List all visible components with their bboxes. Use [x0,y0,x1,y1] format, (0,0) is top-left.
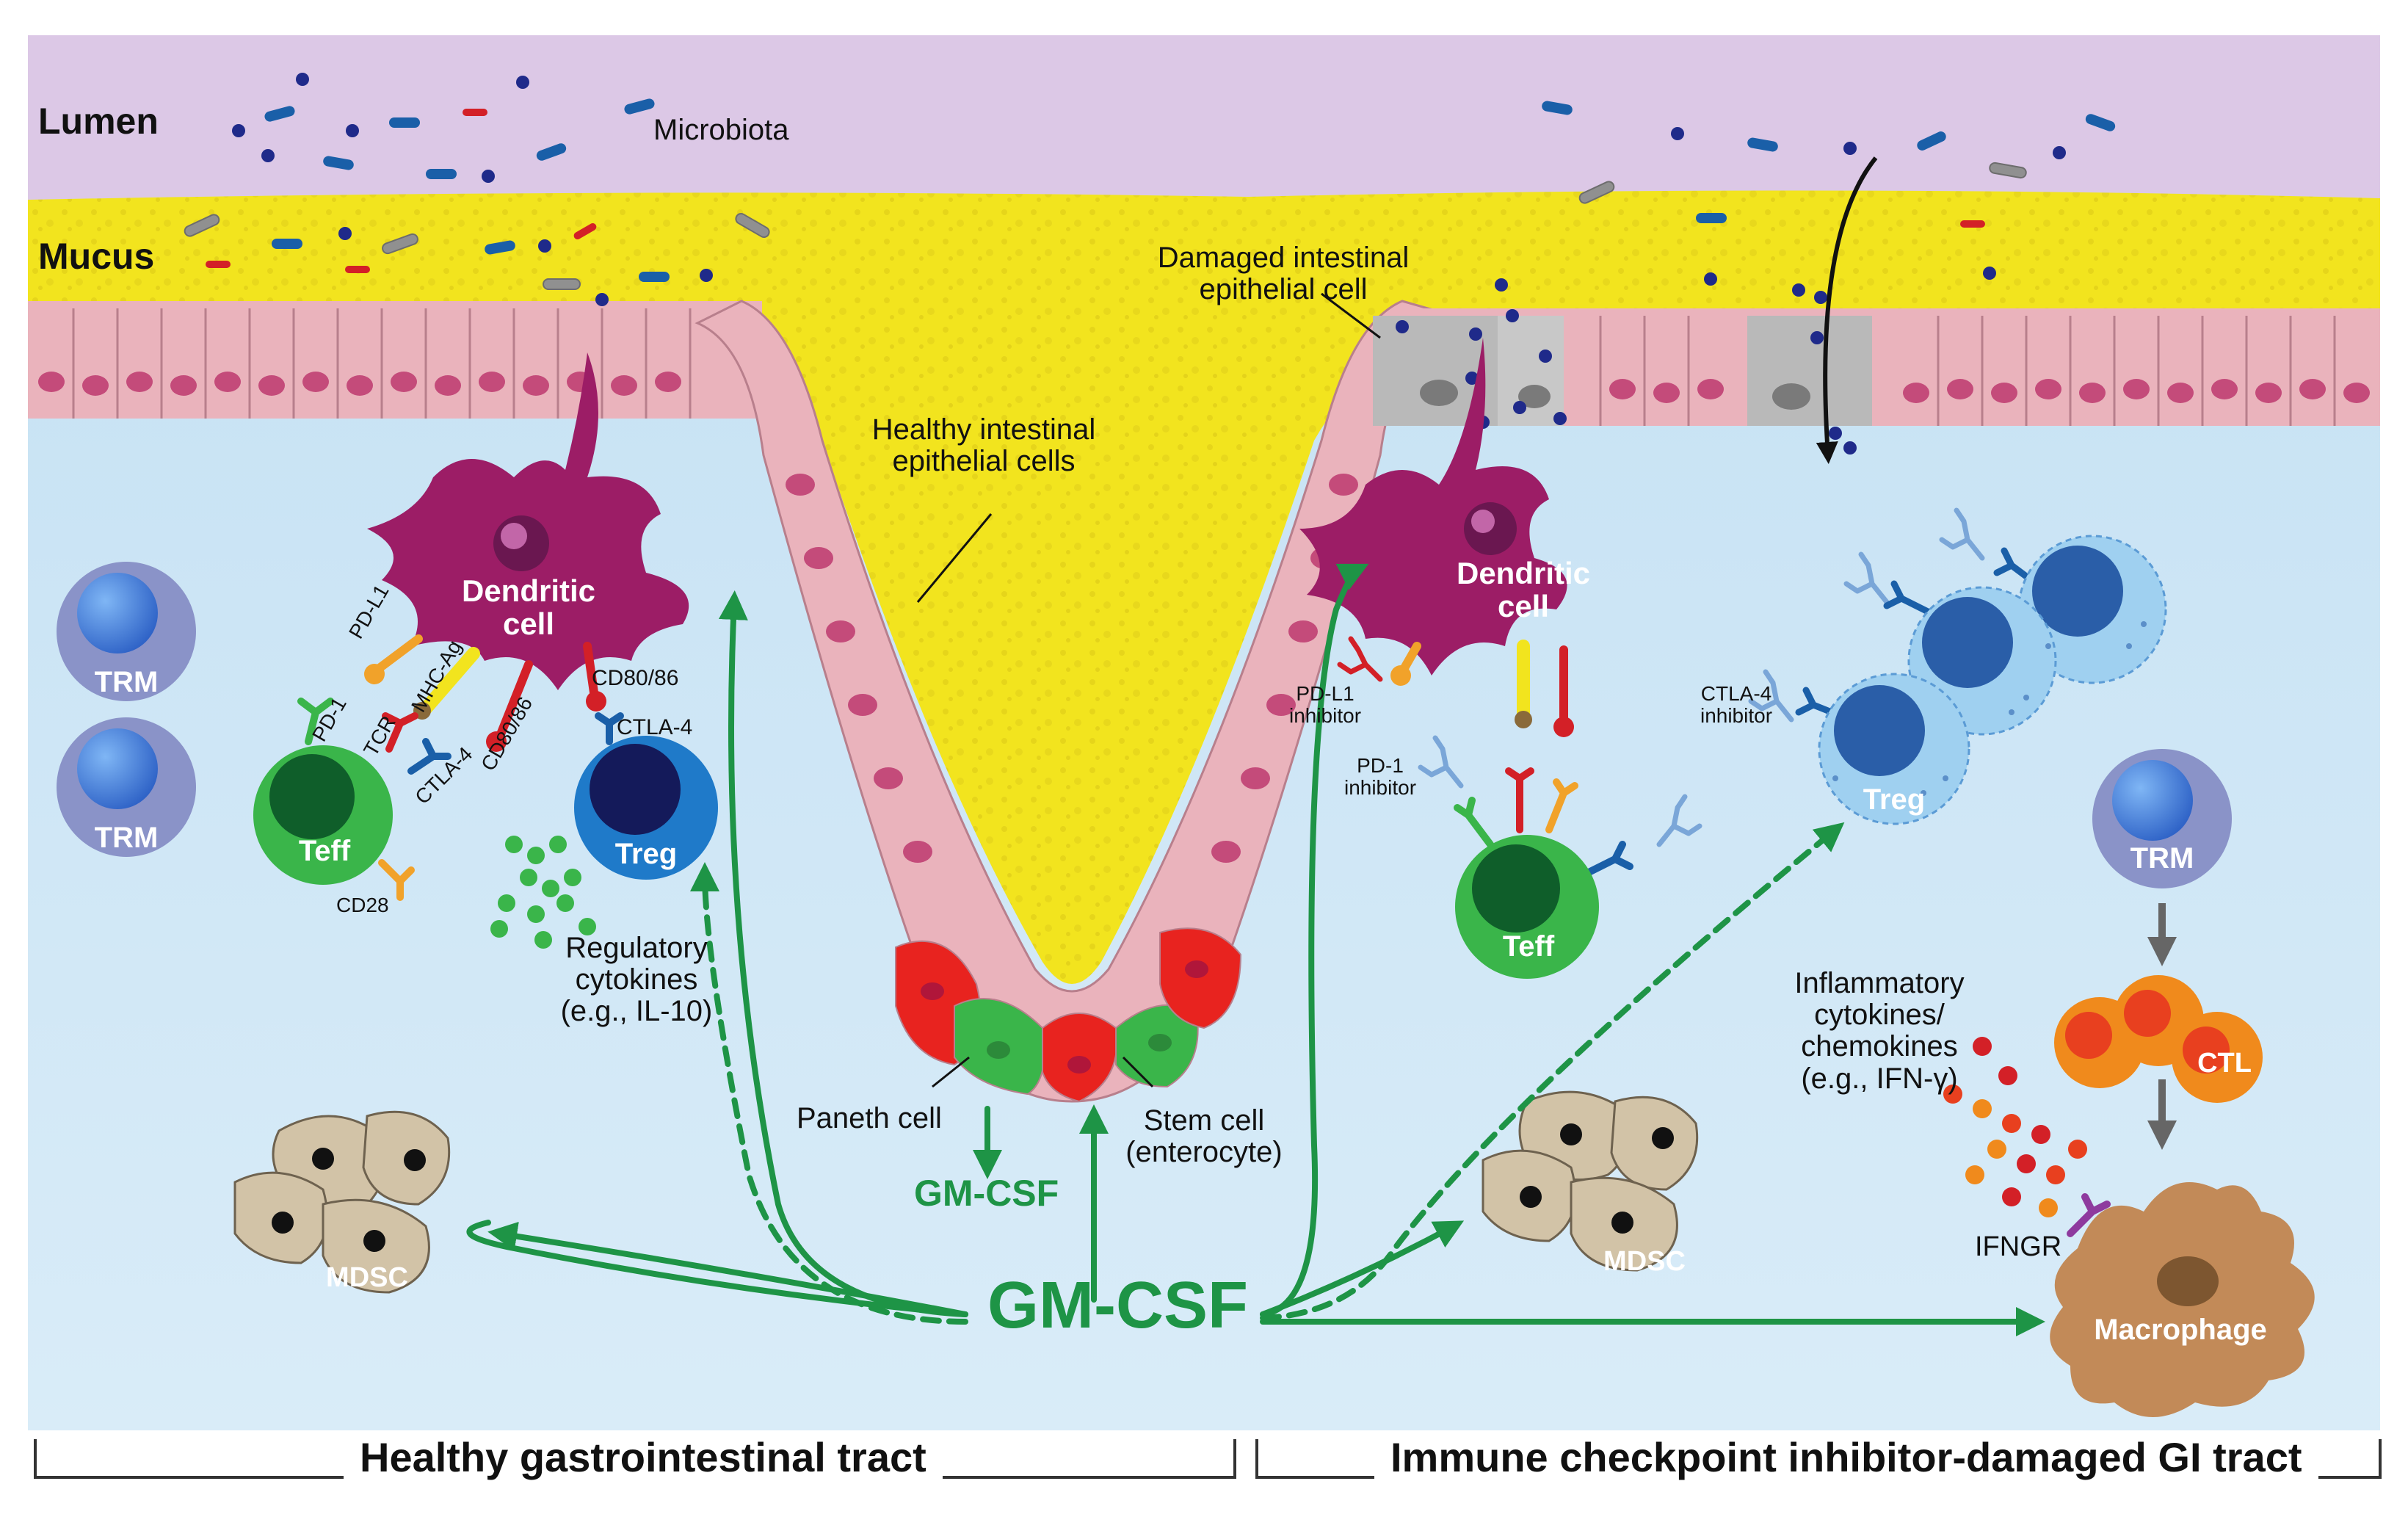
mucus-layer [28,190,2380,985]
regulatory-cytokine-dots [490,836,596,949]
cd28-label: CD28 [336,894,389,916]
treg-cell-left [574,736,718,880]
ctl-label: CTL [2197,1048,2252,1079]
microbiota-bacteria [184,73,2116,306]
receptor-sticks-right [1390,640,1633,877]
dendritic-cell-left-label: Dendritic cell [461,573,596,642]
trm-label-2: TRM [94,822,159,854]
mucus-label: Mucus [38,236,155,277]
lumen-layer [28,35,2380,200]
microbiota-label: Microbiota [653,114,789,146]
inhibitor-antibodies [1337,507,1985,847]
gm-csf-arrows [466,563,2045,1336]
mdsc-cluster-right [1482,1090,1699,1272]
macrophage-label: Macrophage [2094,1314,2267,1346]
trm-cell-1 [57,562,196,701]
teff-cell-left [253,745,393,885]
macrophage-cell [2050,1182,2315,1417]
stem-cell-label: Stem cell (enterocyte) [1125,1104,1283,1169]
treg-right-label: Treg [1863,783,1926,816]
mdsc-left-label: MDSC [326,1262,408,1293]
ifngr-receptor [2067,1193,2111,1237]
treg-left-label: Treg [614,838,678,870]
treg-cluster-right [1818,535,2167,825]
teff-left-label: Teff [298,835,351,867]
pd-1-inhibitor-label: PD-1 inhibitor [1343,754,1417,800]
trm-cell-2 [57,717,196,857]
dendritic-cell-right-label: Dendritic cell [1456,556,1591,624]
paneth-cell-label: Paneth cell [797,1102,942,1134]
cd80-86-label: CD80/86 [592,666,679,690]
healthy-section-label: Healthy gastrointestinal tract [344,1433,943,1481]
damaged-epithelial-label: Damaged intestinal epithelial cell [1157,242,1410,306]
healthy-epithelial-label: Healthy intestinal epithelial cells [871,413,1096,478]
mdsc-right-label: MDSC [1603,1246,1686,1277]
gm-csf-small-label: GM-CSF [914,1173,1059,1214]
ifngr-label: IFNGR [1975,1231,2062,1262]
ctla-4-inhibitor-label: CTLA-4 inhibitor [1700,682,1773,728]
translocation-arrow [1816,156,1878,464]
epithelium-left [28,301,762,419]
trm-label-right: TRM [2130,842,2194,875]
lumen-label: Lumen [38,101,159,142]
trm-cell-right [2092,749,2232,888]
label-leader-lines [916,292,1381,1088]
damaged-section-label: Immune checkpoint inhibitor-damaged GI t… [1374,1433,2318,1481]
pd-l1-inhibitor-label: PD-L1 inhibitor [1288,682,1362,728]
regulatory-cytokines-label: Regulatory cytokines (e.g., IL-10) [560,932,713,1028]
ctla-4-label: CTLA-4 [617,715,693,739]
inflammatory-cytokine-dots [1943,1037,2087,1217]
epithelium-right [1373,308,2380,426]
mdsc-cluster-left [233,1110,451,1294]
trm-label-1: TRM [94,666,159,698]
ctl-cluster [2054,975,2263,1103]
teff-cell-right [1455,835,1599,979]
dendritic-cell-right [1299,338,1567,676]
dendritic-cell-left [367,352,689,690]
gm-csf-main-label: GM-CSF [987,1269,1248,1342]
inflammatory-cytokines-label: Inflammatory cytokines/ chemokines (e.g.… [1794,967,1965,1095]
teff-right-label: Teff [1502,930,1555,963]
receptor-sticks-left [297,634,624,901]
